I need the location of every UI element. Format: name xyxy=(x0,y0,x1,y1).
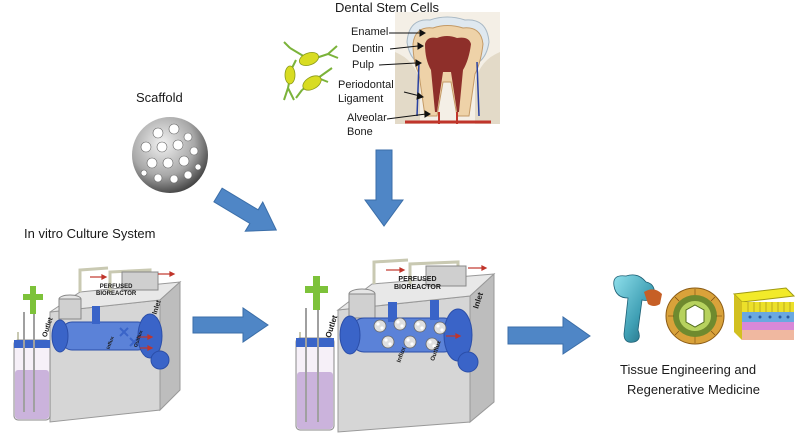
tooth-label-ligament: Ligament xyxy=(338,93,384,105)
stem-cells-illustration xyxy=(283,41,339,101)
bioreactor2-sign-line2: BIOREACTOR xyxy=(394,284,441,291)
stem-cell-3 xyxy=(295,67,333,99)
arrow-scaffold-to-culture xyxy=(213,187,278,232)
bone-tissue-illustration xyxy=(613,274,662,343)
tooth-label-bone: Bone xyxy=(347,126,373,138)
bioreactor2-sign-line1: PERFUSED xyxy=(398,276,437,283)
scaffold-sphere-illustration xyxy=(132,117,208,193)
outcome-line-1: Tissue Engineering and xyxy=(620,362,757,377)
arrow-dental-to-culture xyxy=(364,149,404,227)
culture-system-title: In vitro Culture System xyxy=(24,226,156,241)
tooth-label-dentin: Dentin xyxy=(352,43,384,55)
bioreactor-seeded: PERFUSED BIOREACTOR Inlet Outlet Influx … xyxy=(290,252,500,434)
stem-cell-1 xyxy=(283,41,339,66)
dental-stem-cells-title: Dental Stem Cells xyxy=(335,0,440,15)
bioreactor1-sign-line2: BIOREACTOR xyxy=(96,291,137,297)
tooth-label-alveolar: Alveolar xyxy=(347,112,387,124)
stem-cell-2 xyxy=(283,59,297,101)
tooth-cross-section-illustration xyxy=(395,12,500,124)
arrow-to-outcome xyxy=(507,316,591,355)
tubular-tissue-illustration xyxy=(665,287,725,345)
tooth-label-pulp: Pulp xyxy=(352,59,375,71)
layered-tissue-illustration xyxy=(732,287,796,340)
outcome-line-2: Regenerative Medicine xyxy=(627,382,760,397)
tooth-label-enamel: Enamel xyxy=(351,26,389,38)
scaffold-title: Scaffold xyxy=(136,90,183,105)
arrow-culture-step xyxy=(192,307,269,343)
tooth-label-periodontal: Periodontal xyxy=(338,79,394,91)
bioreactor1-sign-line1: PERFUSED xyxy=(99,284,133,290)
bioreactor-empty: PERFUSED BIOREACTOR Inlet Outlet Influx … xyxy=(10,262,185,432)
